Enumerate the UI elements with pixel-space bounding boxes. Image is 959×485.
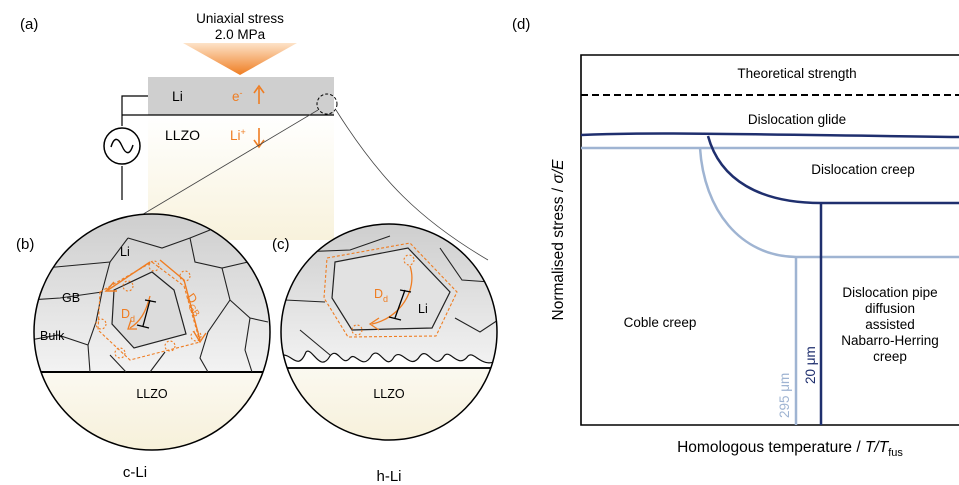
llzo-layer-label: LLZO (165, 127, 200, 143)
panel-a-label: (a) (20, 16, 38, 33)
panel-c-label: (c) (272, 236, 290, 253)
li-layer-label: Li (172, 88, 183, 104)
y-axis-label: Normalised stress / σ/E (550, 159, 567, 321)
region-creep: Dislocation creep (811, 162, 915, 177)
c-llzo-label: LLZO (373, 387, 405, 401)
map-frame (580, 54, 959, 426)
stress-label-line2: 2.0 MPa (215, 27, 266, 42)
region-glide: Dislocation glide (748, 112, 846, 127)
zoom-circle (316, 93, 338, 115)
svg-text:creep: creep (873, 349, 907, 364)
grain-size-20: 20 μm (803, 346, 818, 384)
boundary-295um (581, 146, 959, 425)
b-bulk-label: Bulk (40, 329, 65, 343)
region-theoretical: Theoretical strength (737, 66, 856, 81)
h-li-circle (280, 223, 498, 441)
h-li-caption: h-Li (376, 468, 401, 485)
boundary-20um (580, 132, 959, 425)
zoom-line-right (335, 109, 489, 261)
b-dd-label: Dd (121, 307, 135, 324)
b-llzo-label: LLZO (136, 387, 168, 401)
panel-b-label: (b) (16, 236, 34, 253)
c-dd-label: Dd (374, 287, 388, 304)
b-gb-label: GB (62, 291, 80, 305)
panel-d-label: (d) (512, 16, 530, 33)
stress-label-line1: Uniaxial stress (196, 11, 284, 26)
svg-text:Dislocation pipe: Dislocation pipe (842, 285, 937, 300)
svg-text:diffusion: diffusion (865, 301, 915, 316)
circuit-wire-top (121, 95, 148, 126)
c-li-label: Li (418, 302, 428, 316)
li-ion-label: Li+ (230, 127, 246, 143)
deformation-map (580, 54, 959, 426)
li-layer (148, 77, 334, 115)
stress-arrow-icon (183, 43, 297, 75)
grain-size-295: 295 μm (777, 373, 792, 418)
svg-text:assisted: assisted (865, 317, 915, 332)
region-coble: Coble creep (624, 315, 697, 330)
b-li-label: Li (120, 245, 130, 259)
electron-label: e- (232, 88, 243, 104)
c-li-caption: c-Li (123, 464, 147, 481)
c-li-circle (33, 213, 271, 451)
svg-text:Nabarro-Herring: Nabarro-Herring (841, 333, 939, 348)
region-pipe: Dislocation pipe diffusion assisted Naba… (841, 285, 939, 364)
c-li-microstructure (34, 214, 270, 450)
x-axis-label: Homologous temperature / T/Tfus (677, 439, 903, 459)
h-li-microstructure (281, 224, 497, 440)
